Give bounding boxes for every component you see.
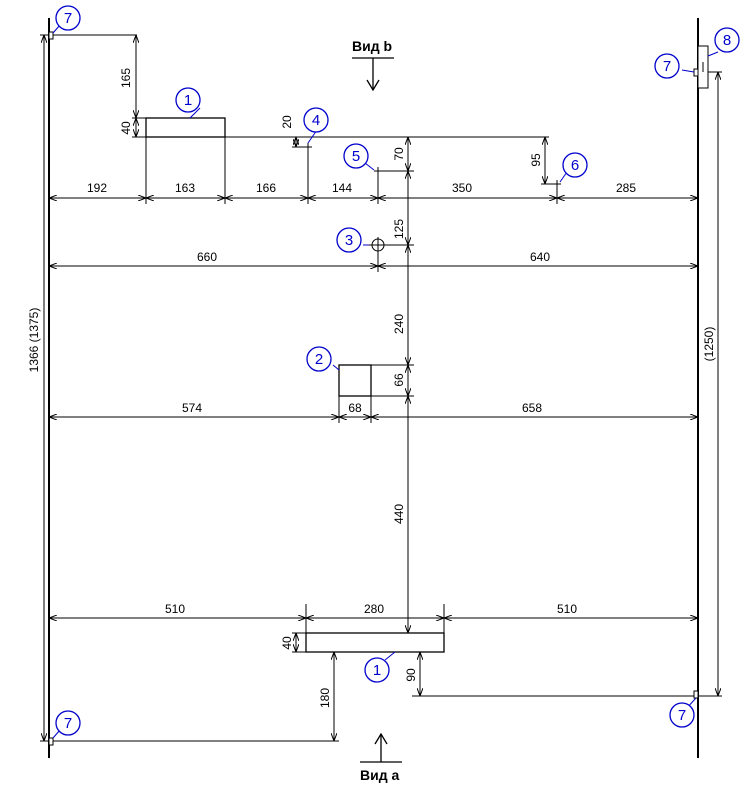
callout-8: 8	[714, 27, 740, 53]
dim-90: 90	[404, 668, 418, 682]
dim-68: 68	[348, 401, 362, 415]
svg-text:7: 7	[663, 58, 671, 75]
mount-top-left	[48, 31, 54, 40]
callout-7-top-right: 7	[654, 53, 680, 79]
svg-text:2: 2	[315, 351, 323, 368]
dim-510-left: 510	[165, 602, 185, 616]
dim-40-top: 40	[119, 121, 133, 135]
dim-350: 350	[452, 181, 472, 195]
view-a-arrow	[360, 732, 402, 763]
dim-166: 166	[256, 181, 276, 195]
dim-658: 658	[522, 401, 542, 415]
dim-285: 285	[616, 181, 636, 195]
point-5	[374, 167, 382, 175]
dim-165: 165	[119, 68, 133, 88]
mount-top-right	[693, 68, 699, 77]
svg-text:1: 1	[373, 662, 381, 679]
dim-180: 180	[318, 688, 332, 708]
dim-510-right: 510	[557, 602, 577, 616]
svg-text:6: 6	[571, 157, 579, 174]
mount-bottom-left	[48, 737, 54, 746]
dim-240: 240	[392, 314, 406, 334]
dim-95: 95	[529, 153, 543, 167]
svg-text:8: 8	[723, 32, 731, 49]
callout-3: 3	[336, 227, 362, 253]
dim-440: 440	[392, 504, 406, 524]
dim-192: 192	[87, 181, 107, 195]
dim-144: 144	[332, 181, 352, 195]
svg-text:7: 7	[64, 715, 72, 732]
svg-text:4: 4	[312, 112, 320, 129]
callout-7-bottom-right: 7	[669, 702, 695, 728]
element-2-box	[338, 364, 372, 397]
view-b-label: Вид b	[352, 38, 392, 54]
dim-640: 640	[530, 250, 550, 264]
callout-5: 5	[343, 143, 369, 169]
svg-text:7: 7	[678, 707, 686, 724]
element-1-top-box	[145, 117, 226, 138]
point-6	[553, 180, 561, 188]
svg-text:5: 5	[352, 148, 360, 165]
svg-text:7: 7	[64, 10, 72, 27]
dim-660: 660	[197, 250, 217, 264]
callout-4: 4	[303, 107, 329, 133]
dim-1366: 1366 (1375)	[27, 308, 41, 373]
dim-574: 574	[182, 401, 202, 415]
view-b-arrow	[352, 57, 394, 92]
dim-280: 280	[364, 602, 384, 616]
callout-7-top-left: 7	[55, 5, 81, 31]
callout-7-bottom-left: 7	[55, 710, 81, 736]
svg-text:3: 3	[345, 232, 353, 249]
dim-40-bottom: 40	[280, 636, 294, 650]
dim-20: 20	[280, 115, 294, 129]
dim-125: 125	[392, 219, 406, 239]
svg-text:1: 1	[184, 92, 192, 109]
element-1-bottom-box	[305, 632, 445, 653]
dim-163: 163	[175, 181, 195, 195]
dim-1250: (1250)	[702, 327, 716, 362]
mount-bottom-right	[693, 690, 699, 699]
callout-1-bottom: 1	[364, 657, 390, 683]
dimension-lines	[44, 35, 718, 741]
dim-66: 66	[392, 373, 406, 387]
point-4	[304, 143, 312, 151]
dim-70: 70	[392, 147, 406, 161]
callout-6: 6	[562, 152, 588, 178]
callout-2: 2	[306, 346, 332, 372]
callout-1-top: 1	[175, 87, 201, 113]
view-a-label: Вид a	[360, 767, 399, 783]
